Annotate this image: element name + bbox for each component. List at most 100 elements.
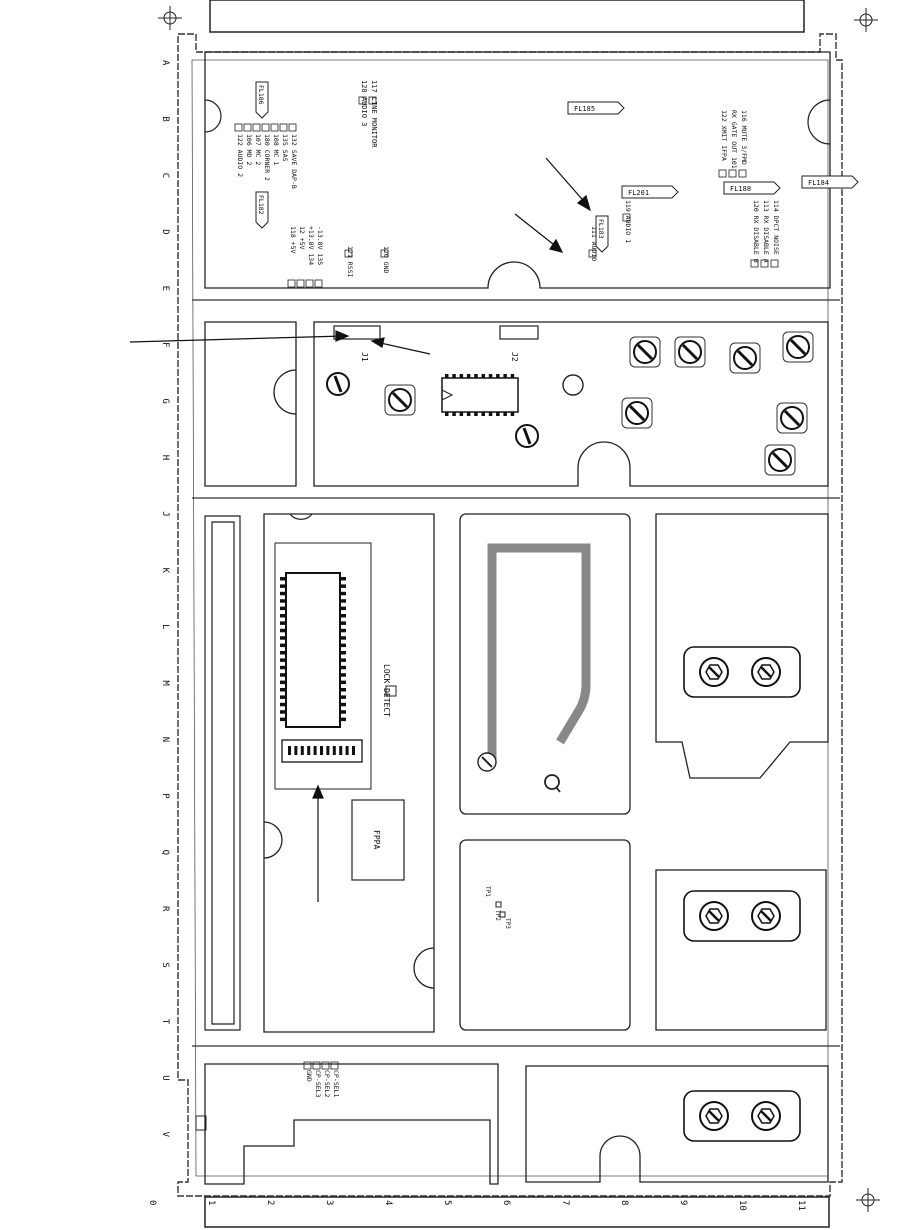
chip-compartment: [263, 513, 435, 1033]
top-compartment: [204, 51, 831, 289]
signal-label: 135 SAS: [281, 134, 289, 161]
filter-tag-label: FL201: [628, 189, 649, 197]
voltage-label: 118 +5V: [289, 226, 297, 253]
select-label: CP-SEL1: [332, 1070, 340, 1097]
shield-trace: [487, 543, 591, 760]
right-bottom-compartment: [525, 1065, 829, 1183]
column-number: 11: [796, 1200, 806, 1211]
right-upper-compartment: [655, 513, 829, 779]
fppa-box: [351, 799, 405, 881]
column-number: 3: [324, 1200, 334, 1205]
test-point-label-3: TP3: [504, 918, 511, 929]
row-letter: Q: [160, 850, 170, 855]
top-left-notch: [204, 99, 222, 133]
row-letter: P: [160, 793, 170, 799]
filter-tag-label: FL184: [808, 179, 829, 187]
center-lower-compartment: [459, 839, 631, 1031]
voltage-label: +13.8V 134: [307, 226, 315, 265]
test-point-label-1: TP1: [484, 886, 491, 897]
registration-mark-tl: [158, 6, 182, 30]
bottom-left-pad: [195, 1115, 207, 1131]
control-label: 120 RX DISABLE B: [752, 200, 760, 263]
center-upper-compartment: [459, 513, 631, 815]
registration-mark-br: [856, 1188, 880, 1212]
signal-label: 120 GND: [382, 246, 390, 273]
main-upper-compartment: [313, 321, 829, 487]
row-letter: G: [160, 398, 170, 403]
trimmer-screw: [729, 342, 761, 374]
filter-tag-label: FL186: [257, 85, 265, 105]
lock-detect-area: LOCK DETECT: [382, 664, 397, 717]
trimmer-screw: [674, 336, 706, 368]
signal-label: 121 RSSI: [346, 246, 354, 277]
trimmer-screw: [621, 397, 653, 429]
row-letter: C: [160, 173, 170, 178]
control-label: 113 RX DISABLE A: [762, 200, 770, 263]
board-outline: [177, 33, 843, 1197]
bottom-left-compartment: [204, 1063, 499, 1185]
trimmer-screw: [515, 424, 539, 448]
control-label: 114 DPCT NOISE: [772, 200, 780, 255]
dip-ic-upper: [441, 374, 519, 416]
column-number: 6: [501, 1200, 511, 1205]
connector-j1: [333, 325, 381, 340]
column-number: 1: [206, 1200, 216, 1205]
column-number: 7: [560, 1200, 570, 1205]
test-point-label-2: TP2: [494, 910, 501, 921]
large-dip-ic: [280, 572, 346, 728]
dual-screw-mount: [683, 646, 801, 698]
filter-tag-label: FL188: [730, 185, 751, 193]
connector-j2-label: J2: [510, 352, 519, 362]
column-number: 10: [737, 1200, 747, 1211]
audio-label: 119 AUDIO 1: [624, 200, 632, 243]
test-point-labels: TP1 TP2 TP3: [484, 886, 511, 929]
column-number: 5: [442, 1200, 452, 1205]
left-small-compartment: [204, 321, 297, 487]
signal-label: 108 MC 1: [272, 134, 280, 165]
adjust-screw-small: [477, 752, 497, 772]
trimmer-screw: [782, 331, 814, 363]
row-letter: L: [160, 624, 170, 629]
dual-screw-mount: [683, 890, 801, 942]
column-number: 0: [147, 1200, 157, 1205]
row-letter: U: [160, 1075, 170, 1080]
row-letter: K: [160, 568, 170, 574]
row-letter: A: [160, 60, 170, 66]
test-point-round: [562, 374, 584, 396]
signal-label: 106 MD 2: [245, 134, 253, 165]
connector-j1-label: J1: [360, 352, 369, 362]
trimmer-screw: [326, 372, 350, 396]
row-letter: D: [160, 229, 170, 234]
control-label: 116 MUTE 3/FMD: [740, 110, 748, 165]
annotation-arrows: [129, 157, 591, 902]
test-point-q: [544, 774, 561, 793]
row-letter: R: [160, 906, 170, 912]
chip-module-frame: [274, 542, 372, 790]
row-letter: N: [160, 737, 170, 742]
signal-label: 122 AUDIO 2: [236, 134, 244, 177]
trimmer-screw: [384, 384, 416, 416]
lock-detect-pad: [385, 685, 397, 697]
top-bar: [209, 0, 805, 33]
dual-screw-mount: [683, 1090, 801, 1142]
fppa-box-label: FPPA: [372, 830, 381, 849]
signal-label: 132 SAVE DAP-B: [290, 134, 298, 189]
filter-tag-label: FL182: [257, 195, 265, 215]
control-label: 122 XMIT IFPA: [720, 110, 728, 161]
column-number: 4: [383, 1200, 393, 1205]
trimmer-screw: [629, 336, 661, 368]
registration-mark-tr: [854, 8, 878, 32]
select-label: GND: [305, 1070, 313, 1082]
filter-tag-label: FL185: [574, 105, 595, 113]
filter-tag-label: FL183: [597, 219, 605, 239]
lock-detect-label: LOCK DETECT: [382, 664, 391, 717]
row-letter: J: [160, 511, 170, 516]
voltage-label: -13.8V 135: [316, 226, 324, 265]
row-letter: B: [160, 116, 170, 121]
row-letter: S: [160, 962, 170, 967]
signal-label: 128 AUDIO 3: [360, 80, 368, 126]
row-letter: V: [160, 1132, 170, 1138]
bottom-bar: [204, 1196, 830, 1228]
voltage-label: 12 +5V: [298, 226, 306, 250]
